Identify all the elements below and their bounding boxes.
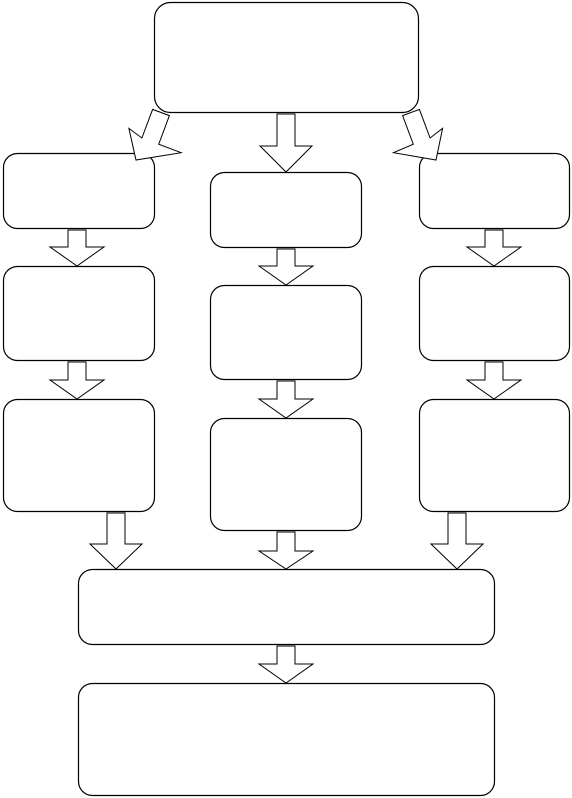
node-center-1	[209, 171, 363, 249]
node-right-1	[418, 152, 571, 230]
arrow-top-to-left-1	[128, 108, 184, 161]
node-top	[153, 1, 420, 114]
flowchart-arrows	[48, 108, 523, 684]
node-right-3	[418, 398, 571, 513]
node-bottom	[77, 682, 496, 797]
node-right-2	[418, 265, 571, 362]
arrow-right-3-to-merge	[429, 512, 485, 570]
arrow-center-1-to-center-2	[257, 248, 315, 286]
arrow-top-to-right-1	[391, 108, 444, 161]
node-merge	[77, 568, 496, 646]
arrow-left-1-to-left-2	[48, 229, 106, 267]
arrow-merge-to-bottom	[257, 645, 315, 684]
arrow-left-3-to-merge	[88, 512, 144, 570]
node-center-3	[209, 417, 363, 532]
arrow-center-3-to-merge	[257, 531, 315, 570]
node-left-1	[2, 152, 156, 230]
node-left-3	[2, 398, 156, 513]
arrow-left-2-to-left-3	[48, 361, 106, 400]
node-left-2	[2, 265, 156, 362]
arrow-top-to-center-1	[258, 113, 314, 173]
arrow-center-2-to-center-3	[257, 380, 315, 419]
arrow-right-1-to-right-2	[465, 229, 523, 267]
node-center-2	[209, 284, 363, 381]
arrow-right-2-to-right-3	[465, 361, 523, 400]
